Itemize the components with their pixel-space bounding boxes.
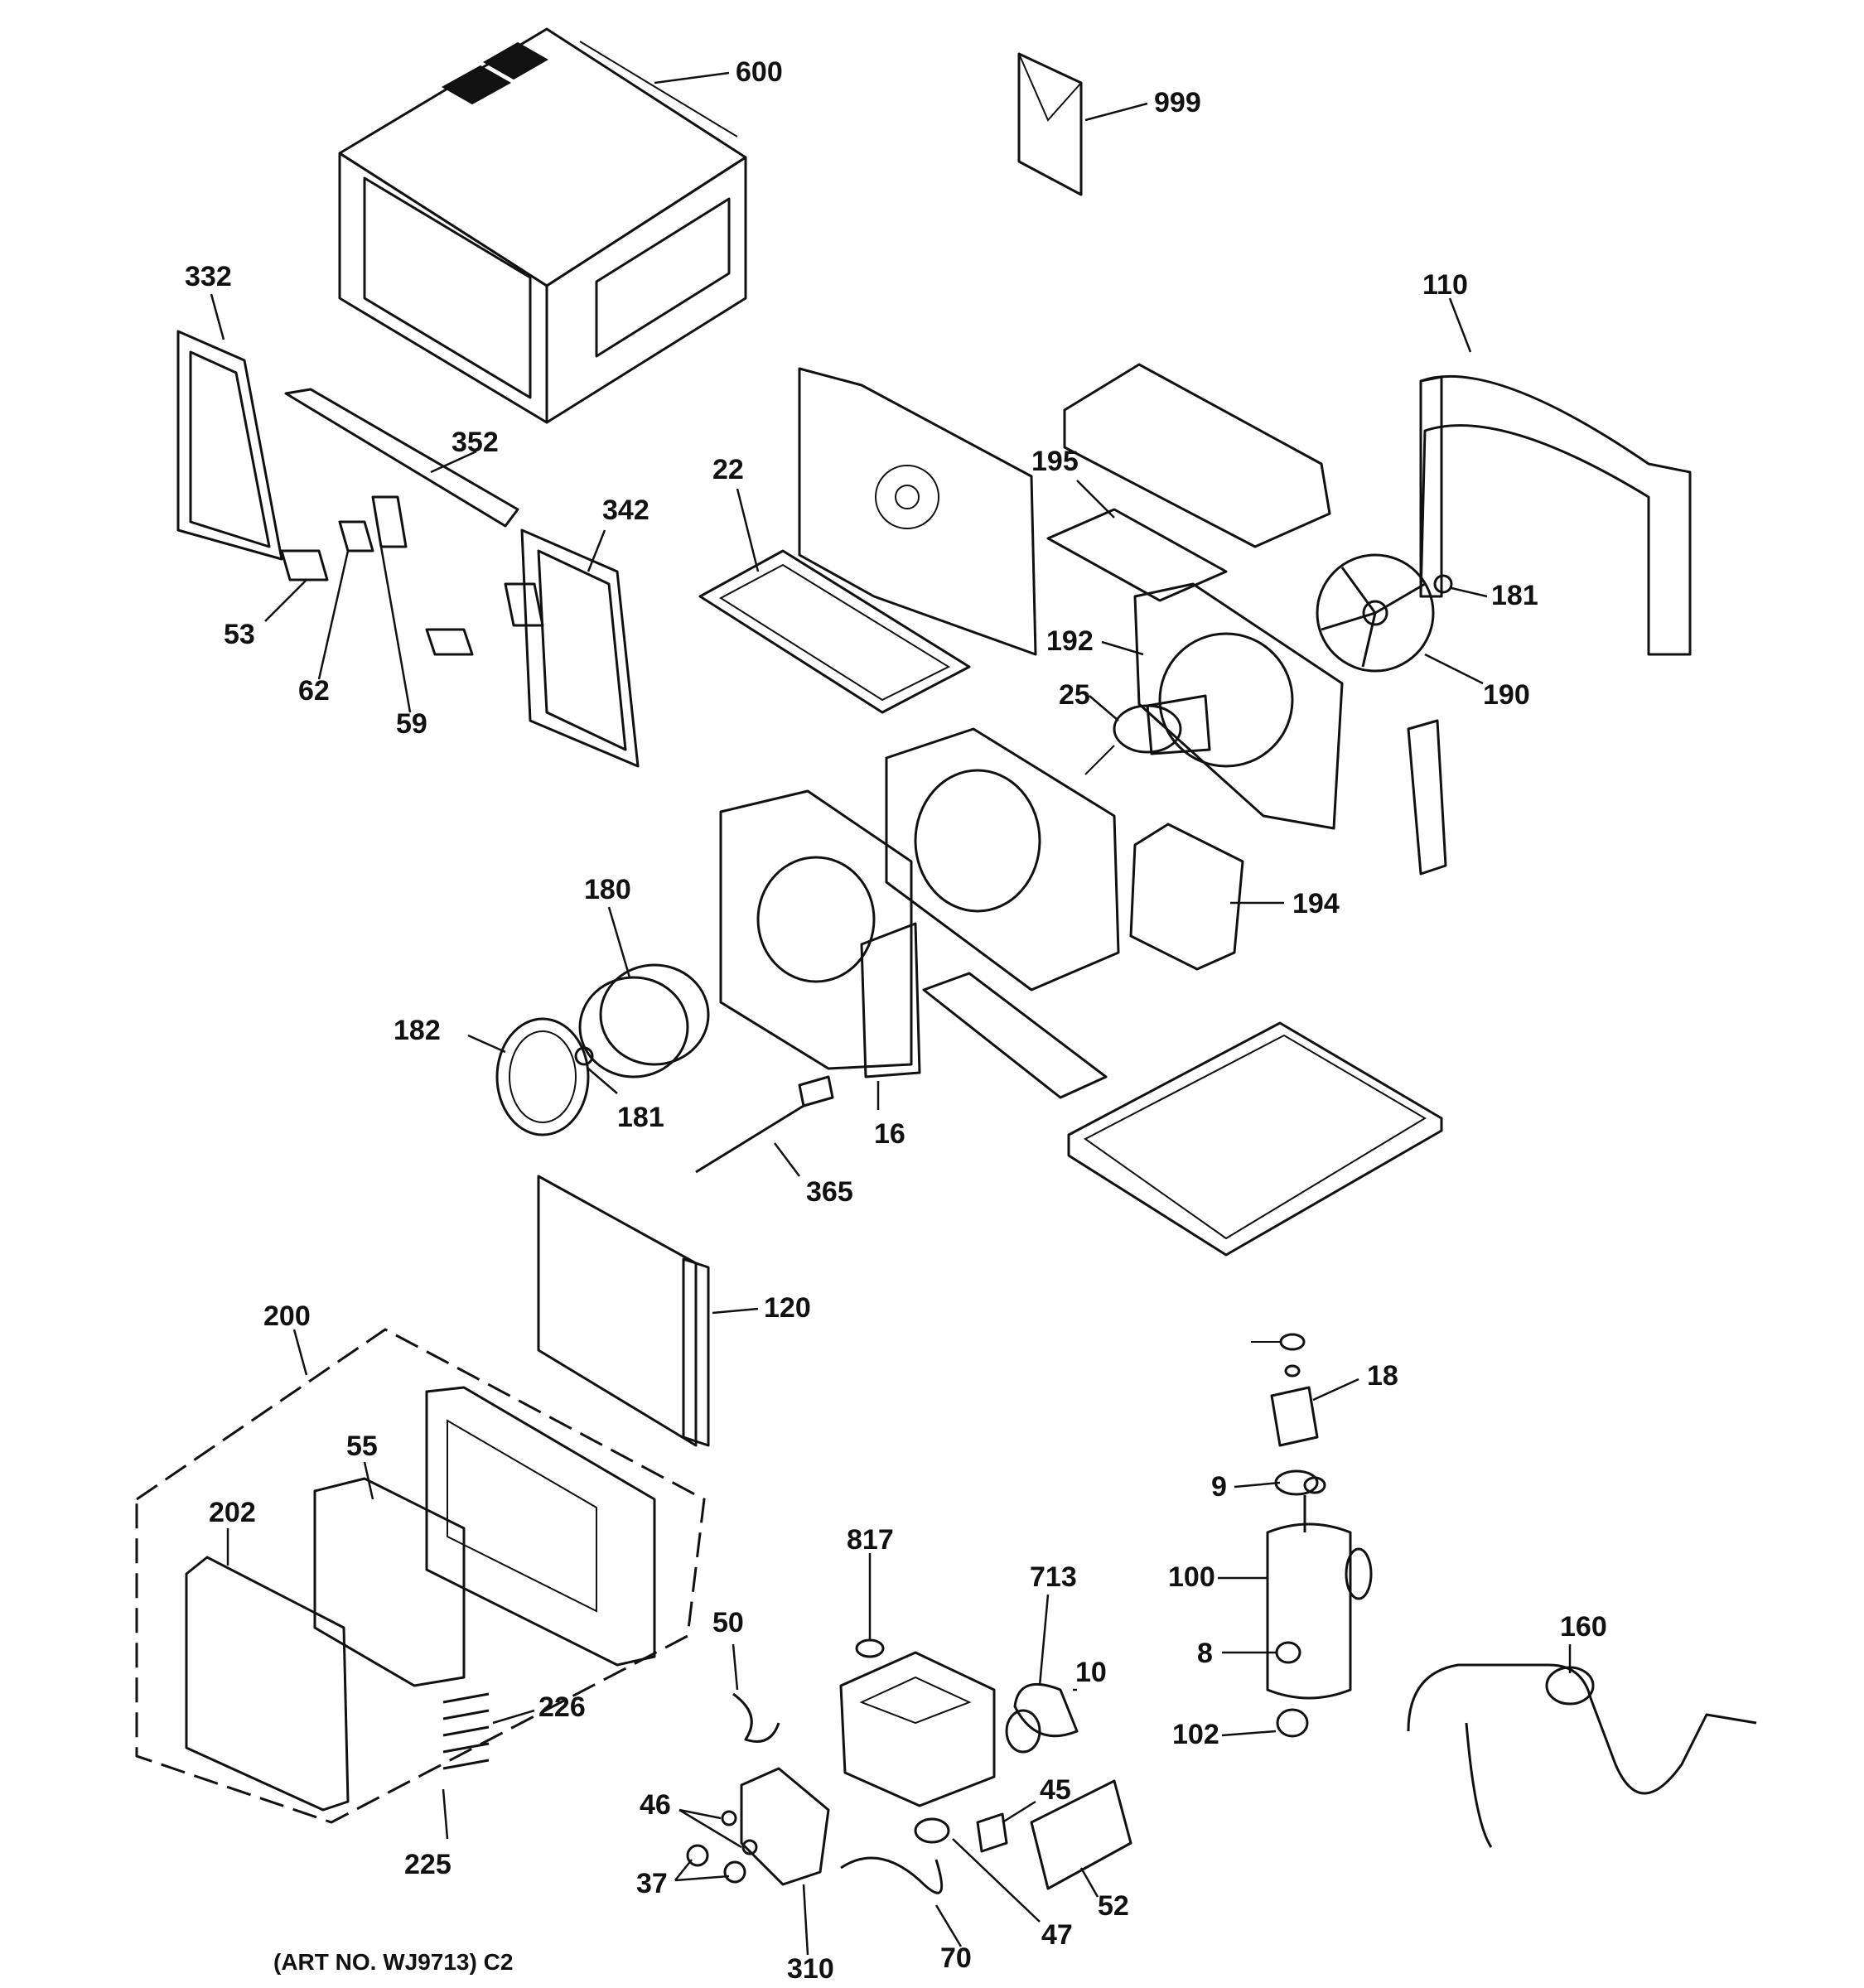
callout-817: 817 [847, 1524, 894, 1556]
callout-37: 37 [636, 1868, 668, 1899]
callout-25: 25 [1059, 679, 1090, 711]
switch-panel-310 [674, 1767, 830, 1956]
art-number-caption: (ART NO. WJ9713) C2 [273, 1949, 513, 1975]
filter-55 [313, 1461, 466, 1687]
cabinet-600 [338, 27, 747, 424]
blower-wheel-180 [578, 906, 710, 1078]
callout-195: 195 [1031, 446, 1079, 477]
side-curtain-342 [520, 528, 640, 768]
side-curtain-332 [176, 293, 283, 561]
callout-192: 192 [1046, 625, 1094, 657]
callout-202: 202 [209, 1497, 256, 1528]
blower-housing [885, 727, 1120, 992]
partition [798, 367, 1037, 656]
callout-110: 110 [1422, 269, 1468, 301]
compressor-100 [1218, 1495, 1373, 1738]
evaporator-coil-120 [537, 1175, 759, 1447]
callout-22: 22 [712, 454, 744, 485]
callout-9: 9 [1211, 1471, 1227, 1503]
callout-8: 8 [1197, 1638, 1213, 1669]
callout-102: 102 [1172, 1719, 1219, 1750]
drain-pan [922, 972, 1108, 1099]
side-panel [1407, 719, 1447, 876]
callout-50: 50 [712, 1607, 744, 1638]
callout-310: 310 [787, 1953, 834, 1985]
callout-182: 182 [394, 1015, 441, 1046]
callout-120: 120 [764, 1292, 811, 1324]
callout-999: 999 [1154, 87, 1201, 118]
shroud-192 [1101, 582, 1344, 830]
control-box [839, 1553, 996, 1807]
orifice-182 [467, 1017, 618, 1136]
callout-600: 600 [736, 56, 783, 88]
callout-181-left: 181 [617, 1102, 664, 1133]
fan-190 [1316, 553, 1488, 685]
front-assembly-boundary-200 [135, 1328, 706, 1824]
callout-181-right: 181 [1491, 580, 1538, 611]
harness-50 [732, 1643, 780, 1743]
callout-100: 100 [1168, 1561, 1215, 1593]
callout-52: 52 [1098, 1890, 1129, 1922]
callout-45: 45 [1040, 1774, 1071, 1806]
tubing-160 [1407, 1644, 1757, 1848]
callout-53: 53 [224, 619, 255, 650]
callout-180: 180 [584, 874, 631, 905]
condenser-coil-110 [1419, 297, 1692, 656]
bracket-194 [1129, 823, 1284, 971]
callout-46: 46 [640, 1789, 671, 1821]
callout-352: 352 [452, 427, 499, 458]
overload-18 [1234, 1333, 1359, 1496]
manual-999 [1017, 52, 1148, 196]
callout-160: 160 [1560, 1611, 1607, 1643]
plate-22 [698, 488, 971, 714]
misc-electrical [840, 1779, 1132, 1947]
capacitor-10 [1005, 1594, 1079, 1754]
evaporator-frame [719, 789, 921, 1078]
callout-225: 225 [404, 1849, 452, 1880]
strips-226-225 [442, 1692, 535, 1840]
callout-10: 10 [1075, 1657, 1107, 1688]
callout-59: 59 [396, 708, 427, 740]
duct-195 [1046, 363, 1331, 602]
callout-713: 713 [1030, 1561, 1077, 1593]
callout-342: 342 [602, 495, 650, 526]
base-pan [1067, 1021, 1443, 1257]
callout-18: 18 [1367, 1360, 1398, 1392]
callout-70: 70 [940, 1942, 972, 1974]
front-frame [425, 1386, 656, 1667]
callout-55: 55 [346, 1431, 378, 1462]
callout-332: 332 [185, 261, 232, 292]
top-rail-352 [284, 388, 519, 528]
callout-226: 226 [538, 1691, 586, 1723]
callout-47: 47 [1041, 1919, 1073, 1951]
callout-16: 16 [874, 1118, 905, 1150]
callout-190: 190 [1483, 679, 1530, 711]
callout-62: 62 [298, 675, 330, 707]
callout-194: 194 [1292, 888, 1340, 919]
callout-365: 365 [806, 1176, 853, 1208]
callout-200: 200 [263, 1300, 311, 1332]
thermistor-365 [695, 1075, 880, 1177]
grille-202 [185, 1528, 350, 1812]
motor-25 [1084, 694, 1211, 775]
